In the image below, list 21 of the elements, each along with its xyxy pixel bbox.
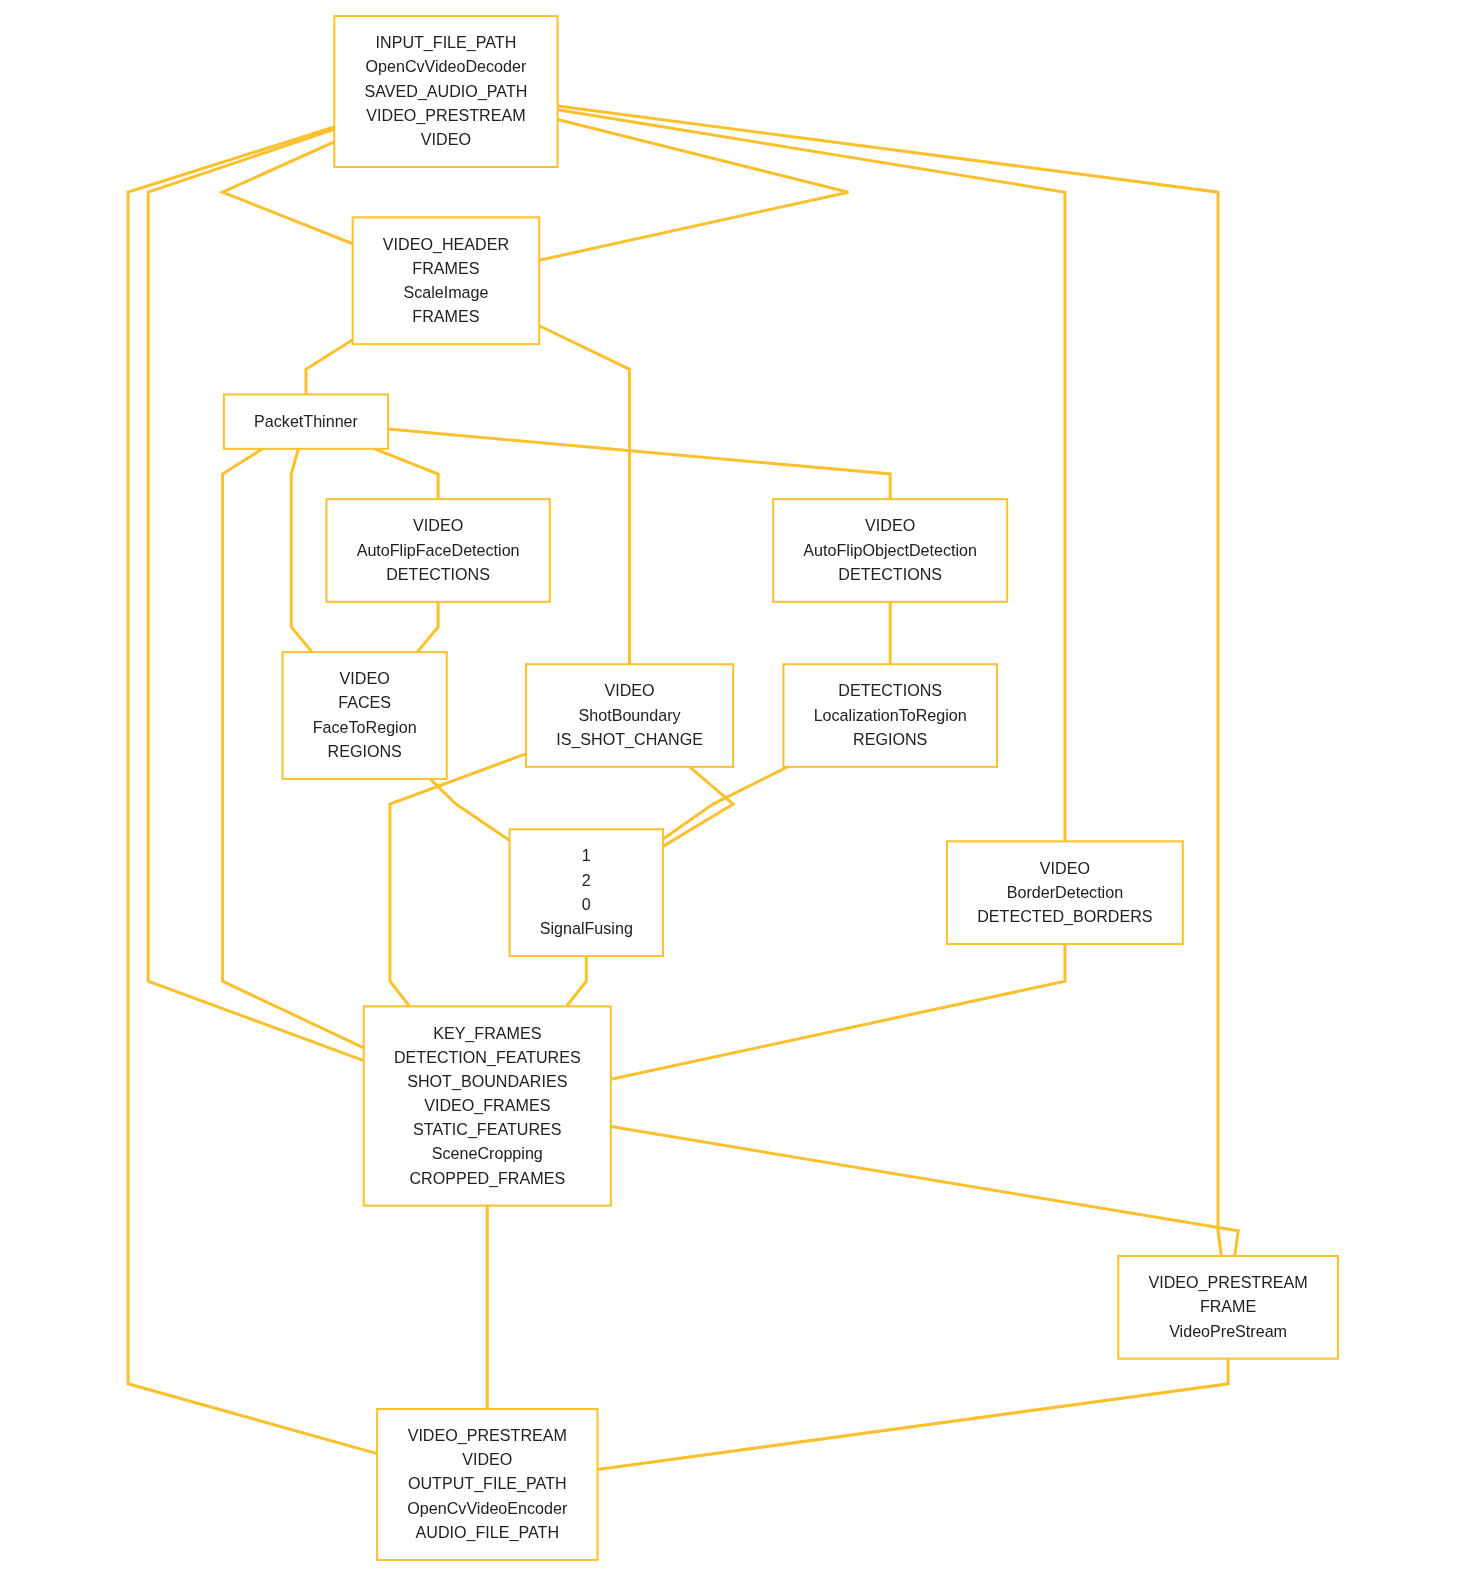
node-box: VIDEO_PRESTREAM VIDEO OUTPUT_FILE_PATH OpenCvVideoEncoder AUDIO_FILE_PATH — [376, 1407, 599, 1561]
connector — [557, 108, 1067, 842]
node-box: VIDEO_HEADER FRAMES ScaleImage FRAMES — [351, 216, 541, 346]
connector — [610, 1125, 1240, 1257]
connector — [888, 601, 892, 665]
node-box: VIDEO ShotBoundary IS_SHOT_CHANGE — [524, 663, 735, 768]
node-box: KEY_FRAMES DETECTION_FEATURES SHOT_BOUNDARIES VIDEO_FRAMES STATIC_FEATURES SceneCropping CROPPED_FRAMES — [362, 1005, 612, 1207]
connector — [485, 1205, 489, 1409]
connector — [557, 104, 1223, 1257]
node-box: VIDEO FACES FaceToRegion REGIONS — [281, 651, 448, 780]
node-box: VIDEO_PRESTREAM FRAME VideoPreStream — [1117, 1255, 1339, 1360]
connector — [126, 125, 378, 1456]
node-box: VIDEO AutoFlipObjectDetection DETECTIONS — [772, 498, 1009, 603]
connector — [597, 1358, 1230, 1471]
node-box: 1 2 0 SignalFusing — [508, 828, 665, 958]
node-box: PacketThinner — [222, 393, 390, 450]
node-box: VIDEO AutoFlipFaceDetection DETECTIONS — [325, 498, 551, 603]
node-box: VIDEO BorderDetection DETECTED_BORDERS — [946, 840, 1184, 945]
connector — [610, 944, 1067, 1081]
node-box: DETECTIONS LocalizationToRegion REGIONS — [782, 663, 998, 768]
node-box: INPUT_FILE_PATH OpenCvVideoDecoder SAVED_AUDIO_PATH VIDEO_PRESTREAM VIDEO — [333, 15, 559, 169]
